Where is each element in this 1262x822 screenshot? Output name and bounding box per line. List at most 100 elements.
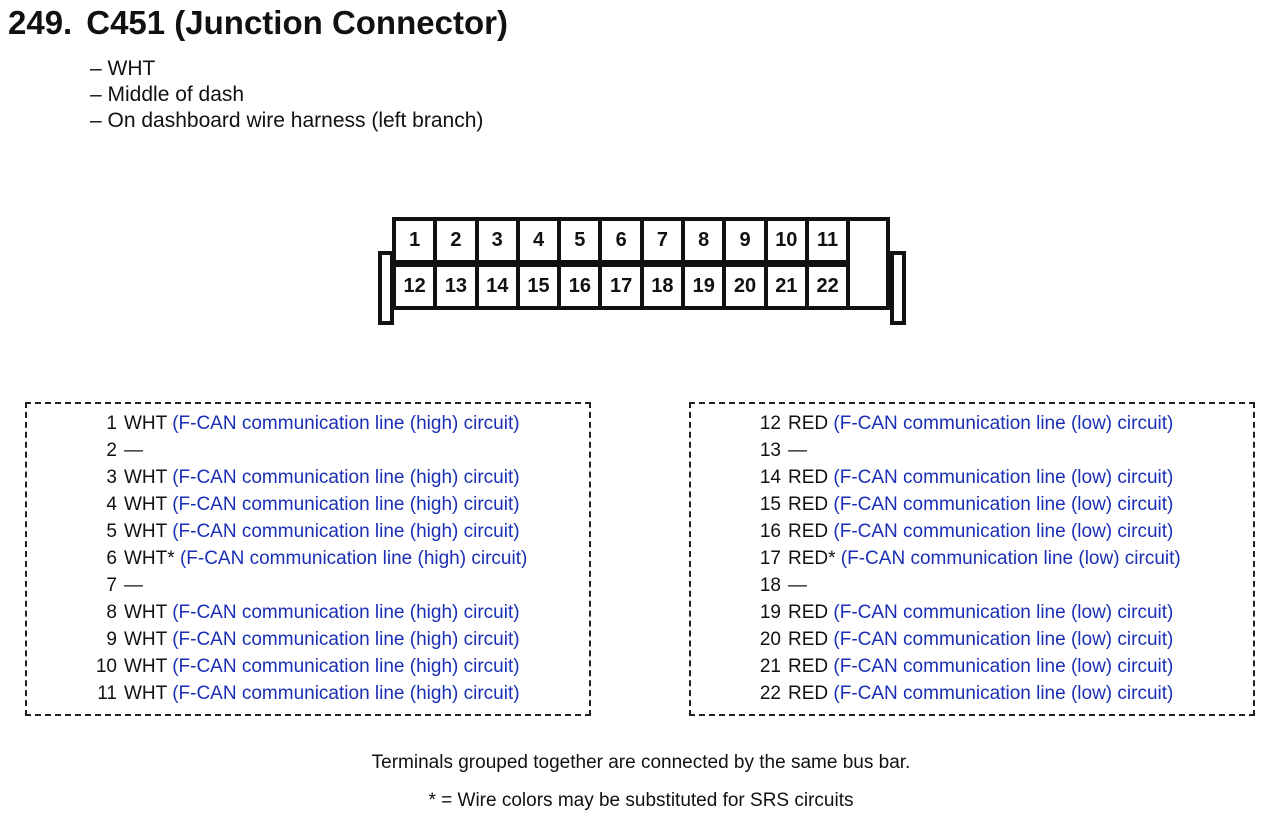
pin-row: 15 RED (F-CAN communication line (low) ci… — [691, 491, 1253, 518]
connector-pin: 4 — [515, 217, 562, 264]
wire-color: WHT* — [124, 548, 175, 569]
circuit-description: (F-CAN communication line (low) circuit) — [833, 602, 1174, 623]
pin-number: 15 — [759, 494, 781, 515]
connector-pin: 12 — [392, 263, 438, 310]
pin-number: 1 — [106, 413, 117, 434]
pin-number: 4 — [106, 494, 117, 515]
pin-description: WHT (F-CAN communication line (high) cir… — [124, 464, 520, 491]
pin-row: 5 WHT (F-CAN communication line (high) ci… — [27, 518, 589, 545]
pin-description: WHT (F-CAN communication line (high) cir… — [124, 518, 520, 545]
circuit-description: (F-CAN communication line (high) circuit… — [172, 683, 520, 704]
circuit-description: (F-CAN communication line (low) circuit) — [833, 656, 1174, 677]
pin-description: WHT (F-CAN communication line (high) cir… — [124, 491, 520, 518]
info-harness: – On dashboard wire harness (left branch… — [90, 109, 484, 132]
pin-description: RED (F-CAN communication line (low) circ… — [788, 491, 1173, 518]
pin-row: 6 WHT* (F-CAN communication line (high) c… — [27, 545, 589, 572]
wire-color: — — [124, 575, 143, 596]
pin-number: 5 — [106, 521, 117, 542]
pin-row: 20 RED (F-CAN communication line (low) ci… — [691, 626, 1253, 653]
circuit-description: (F-CAN communication line (high) circuit… — [172, 494, 520, 515]
connector-pin: 8 — [681, 217, 727, 264]
pin-description: RED (F-CAN communication line (low) circ… — [788, 680, 1173, 707]
wire-color: RED — [788, 602, 829, 623]
pin-number: 6 — [106, 548, 117, 569]
pin-description: WHT (F-CAN communication line (high) cir… — [124, 653, 520, 680]
wire-color: WHT — [124, 521, 167, 542]
pin-number: 7 — [106, 575, 117, 596]
connector-pin: 3 — [474, 217, 520, 264]
pin-description: RED (F-CAN communication line (low) circ… — [788, 599, 1173, 626]
pin-description: — — [788, 437, 807, 464]
pin-description: RED (F-CAN communication line (low) circ… — [788, 626, 1173, 653]
connector-title: C451 (Junction Connector) — [86, 4, 508, 41]
connector-pin: 7 — [639, 217, 686, 264]
pin-description: RED* (F-CAN communication line (low) cir… — [788, 545, 1181, 572]
page-title: 249.C451 (Junction Connector) — [8, 4, 508, 42]
pin-row: 14 RED (F-CAN communication line (low) ci… — [691, 464, 1253, 491]
pin-description: — — [788, 572, 807, 599]
wire-color: RED — [788, 413, 829, 434]
wire-color: WHT — [124, 467, 167, 488]
pin-number: 17 — [759, 548, 781, 569]
connector-pin: 6 — [598, 217, 644, 264]
pin-description: RED (F-CAN communication line (low) circ… — [788, 653, 1173, 680]
connector-pin: 1 — [392, 217, 438, 264]
circuit-description: (F-CAN communication line (high) circuit… — [172, 656, 520, 677]
connector-pin: 2 — [433, 217, 479, 264]
pin-row: 10 WHT (F-CAN communication line (high) c… — [27, 653, 589, 680]
wire-color: WHT — [124, 629, 167, 650]
pin-number: 14 — [759, 467, 781, 488]
wire-color: — — [788, 575, 807, 596]
wire-color: RED — [788, 683, 829, 704]
circuit-description: (F-CAN communication line (high) circuit… — [172, 602, 520, 623]
info-color: – WHT — [90, 57, 156, 80]
pin-number: 16 — [759, 521, 781, 542]
pin-row: 17 RED* (F-CAN communication line (low) c… — [691, 545, 1253, 572]
connector-pin: 22 — [804, 263, 851, 310]
pin-description: WHT* (F-CAN communication line (high) ci… — [124, 545, 527, 572]
circuit-description: (F-CAN communication line (low) circuit) — [833, 467, 1174, 488]
wire-color: WHT — [124, 494, 167, 515]
connector-pin: 15 — [515, 263, 562, 310]
connector-pin: 10 — [763, 217, 809, 264]
pin-row: 19 RED (F-CAN communication line (low) ci… — [691, 599, 1253, 626]
wire-color: WHT — [124, 602, 167, 623]
pin-description: — — [124, 572, 143, 599]
pin-row: 13— — [691, 437, 1253, 464]
wire-color: RED — [788, 467, 829, 488]
connector-pin: 16 — [557, 263, 603, 310]
circuit-description: (F-CAN communication line (low) circuit) — [833, 521, 1174, 542]
pin-description: WHT (F-CAN communication line (high) cir… — [124, 599, 520, 626]
pin-number: 19 — [759, 602, 781, 623]
pin-description: WHT (F-CAN communication line (high) cir… — [124, 626, 520, 653]
info-location: – Middle of dash — [90, 83, 245, 106]
connector-pin: 20 — [722, 263, 768, 310]
pin-number: 8 — [106, 602, 117, 623]
circuit-description: (F-CAN communication line (high) circuit… — [172, 521, 520, 542]
pin-number: 20 — [759, 629, 781, 650]
circuit-description: (F-CAN communication line (high) circuit… — [172, 629, 520, 650]
wire-color: — — [124, 440, 143, 461]
pin-number: 3 — [106, 467, 117, 488]
connector-pin: 13 — [433, 263, 479, 310]
wire-color: — — [788, 440, 807, 461]
pin-number: 12 — [759, 413, 781, 434]
connector-pin: 9 — [722, 217, 768, 264]
wire-color: WHT — [124, 413, 167, 434]
pin-description: RED (F-CAN communication line (low) circ… — [788, 410, 1173, 437]
pin-row: 1 WHT (F-CAN communication line (high) ci… — [27, 410, 589, 437]
pin-description: WHT (F-CAN communication line (high) cir… — [124, 410, 520, 437]
wire-color: RED — [788, 656, 829, 677]
connector-pin: 18 — [639, 263, 686, 310]
wire-color: WHT — [124, 683, 167, 704]
pin-row: 3 WHT (F-CAN communication line (high) ci… — [27, 464, 589, 491]
pin-number: 10 — [95, 656, 117, 677]
